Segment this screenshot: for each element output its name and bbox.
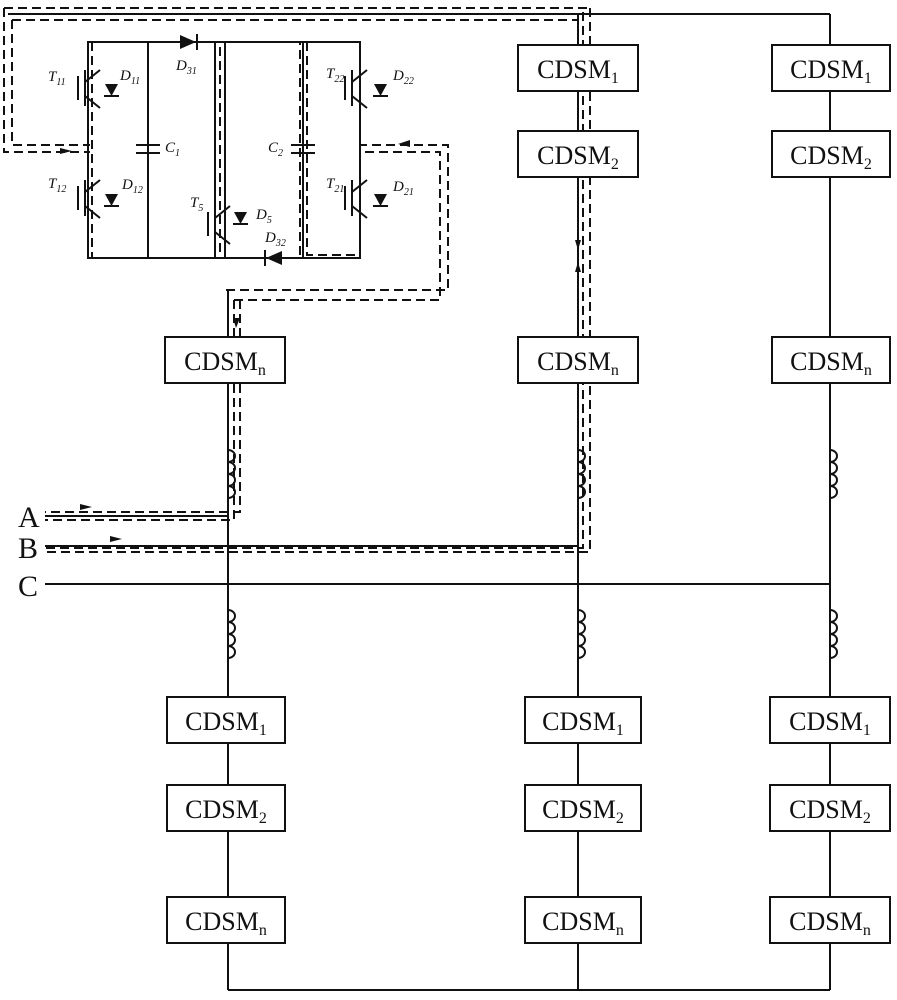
svg-text:CDSM2: CDSM2	[790, 141, 872, 173]
lower-module-col0-0: CDSM1	[166, 696, 286, 744]
label-d31: D31	[175, 58, 197, 77]
upper-module-col1-1: CDSM2	[517, 130, 639, 178]
svg-text:CDSMn: CDSMn	[537, 347, 619, 379]
svg-text:CDSM1: CDSM1	[542, 707, 624, 739]
svg-text:CDSMn: CDSMn	[185, 907, 267, 939]
lower-module-col2-2: CDSMn	[769, 896, 891, 944]
label-d11: D11	[119, 68, 140, 87]
label-t5: T5	[190, 195, 203, 214]
svg-text:CDSM2: CDSM2	[185, 795, 267, 827]
label-t22: T22	[326, 66, 344, 85]
svg-text:CDSMn: CDSMn	[542, 907, 624, 939]
label-d32: D32	[264, 230, 286, 249]
svg-text:CDSM1: CDSM1	[790, 55, 872, 87]
label-c1: C1	[165, 140, 180, 159]
lower-module-col1-0: CDSM1	[524, 696, 642, 744]
phase-label-b: B	[18, 532, 38, 565]
lower-module-col1-1: CDSM2	[524, 784, 642, 832]
svg-text:CDSM2: CDSM2	[537, 141, 619, 173]
lower-module-col0-2: CDSMn	[166, 896, 286, 944]
svg-text:CDSM1: CDSM1	[537, 55, 619, 87]
label-d5: D5	[255, 207, 272, 226]
upper-module-col1-0: CDSM1	[517, 44, 639, 92]
upper-module-col2-2: CDSMn	[771, 336, 891, 384]
lower-module-col1-2: CDSMn	[524, 896, 642, 944]
phase-labels: A B C	[18, 501, 40, 603]
phase-label-c: C	[18, 570, 38, 603]
svg-text:CDSM2: CDSM2	[789, 795, 871, 827]
svg-text:CDSM2: CDSM2	[542, 795, 624, 827]
lower-module-col2-1: CDSM2	[769, 784, 891, 832]
upper-module-col2-1: CDSM2	[771, 130, 891, 178]
svg-text:CDSMn: CDSMn	[789, 907, 871, 939]
svg-text:CDSM1: CDSM1	[185, 707, 267, 739]
modules: CDSM1CDSM2CDSMnCDSM1CDSM2CDSMnCDSMnCDSM1…	[164, 44, 891, 944]
label-t12: T12	[48, 176, 66, 195]
upper-module-col0-2: CDSMn	[164, 336, 286, 384]
svg-text:CDSMn: CDSMn	[790, 347, 872, 379]
svg-text:CDSMn: CDSMn	[184, 347, 266, 379]
current-paths	[3, 7, 591, 553]
phase-label-a: A	[18, 501, 40, 534]
label-t11: T11	[48, 69, 66, 88]
inductors	[227, 449, 838, 659]
svg-text:CDSM1: CDSM1	[789, 707, 871, 739]
submodule-detail	[77, 34, 388, 266]
lower-module-col0-1: CDSM2	[166, 784, 286, 832]
label-t21: T21	[326, 176, 344, 195]
upper-module-col1-2: CDSMn	[517, 336, 639, 384]
label-d12: D12	[121, 177, 143, 196]
label-d21: D21	[392, 179, 414, 198]
label-c2: C2	[268, 140, 283, 159]
lower-module-col2-0: CDSM1	[769, 696, 891, 744]
main-wiring	[8, 13, 831, 991]
upper-module-col2-0: CDSM1	[771, 44, 891, 92]
label-d22: D22	[392, 68, 414, 87]
